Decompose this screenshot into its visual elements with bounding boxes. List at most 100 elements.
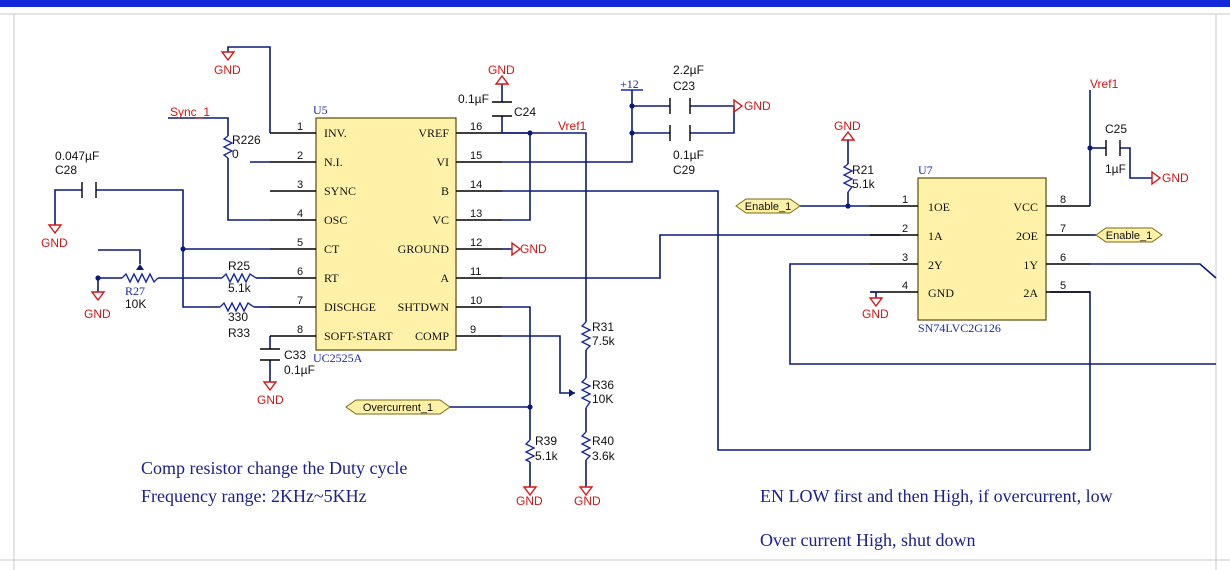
u7-pin7-name: 2OE [1016,229,1038,243]
r40-ref: R40 [592,434,614,448]
u7-pin1-name: 1OE [928,200,950,214]
gnd-label-8: GND [516,494,543,508]
c24-ref: C24 [514,105,536,119]
u5-pin7-num: 7 [297,295,303,307]
c23-ref: C23 [673,79,695,93]
overcurrent-port-label: Overcurrent_1 [363,402,433,414]
gnd-symbols-u7: GND GND GND [834,119,1189,321]
gnd-label-1: GND [214,63,241,77]
u5-pin13-num: 13 [470,208,482,220]
enable-port-left[interactable]: Enable_1 [735,198,801,214]
u5-pin5-num: 5 [297,237,303,249]
sheet-border-top [0,0,1230,7]
u5-ref: U5 [313,103,328,117]
r33-ref: R33 [228,326,250,340]
u7-pin3-name: 2Y [928,258,943,272]
u5-pin12-name: GROUND [398,242,450,256]
gnd-label-2: GND [41,236,68,250]
u7-pin2-num: 2 [902,223,908,235]
c29-ref: C29 [673,163,695,177]
r226-ref: R226 [232,133,261,147]
u7-pin4-num: 4 [902,280,908,292]
u5-pin4-num: 4 [297,208,303,220]
r25-value: 5.1k [228,281,252,295]
plus12-net-label: +12 [620,77,639,91]
vref1-net-label-2: Vref1 [1090,77,1119,91]
r36-value: 10K [592,392,613,406]
u5-pin6-name: RT [324,271,339,285]
note-over-current: Over current High, shut down [760,530,975,550]
resistors [121,135,592,463]
note-en-low: EN LOW first and then High, if overcurre… [760,486,1113,506]
u7-pin7-num: 7 [1060,223,1066,235]
c23-value: 2.2µF [673,63,704,77]
note-comp-resistor: Comp resistor change the Duty cycle [141,458,407,478]
r40-value: 3.6k [592,449,616,463]
u7-pin6-num: 6 [1060,252,1066,264]
u5-pin10-name: SHTDWN [398,300,450,314]
u7-pin6-name: 1Y [1023,258,1038,272]
ic-u7[interactable]: U7 SN74LVC2G126 1 2 3 4 1OE 1A 2Y GND 8 … [870,163,1090,335]
gnd-label-12: GND [1162,171,1189,185]
capacitors [81,98,691,361]
note-freq-range: Frequency range: 2KHz~5KHz [141,486,367,506]
u5-pin13-name: VC [432,213,449,227]
enable-port-right-label: Enable_1 [1106,230,1153,242]
r21-ref: R21 [852,163,874,177]
u5-pin14-num: 14 [470,179,482,191]
u7-ref: U7 [918,163,933,177]
c28-value: 0.047µF [55,149,99,163]
gnd-label-4: GND [257,393,284,407]
overcurrent-port[interactable]: Overcurrent_1 [345,399,530,415]
gnd-label-10: GND [834,119,861,133]
c33-ref: C33 [284,348,306,362]
junctions-u5 [95,103,635,410]
u5-pin5-name: CT [324,242,340,256]
u5-pin3-name: SYNC [324,184,356,198]
ic-u5[interactable]: U5 UC2525A 1 2 3 4 5 6 7 [270,103,502,365]
u7-part: SN74LVC2G126 [918,321,1001,335]
u5-pin16-num: 16 [470,121,482,133]
u7-pin4-name: GND [928,286,954,300]
u5-pin7-name: DISCHGE [324,300,376,314]
enable-port-right[interactable]: Enable_1 [1095,227,1163,243]
u5-pin2-num: 2 [297,150,303,162]
c33-value: 0.1µF [284,363,315,377]
u7-pin8-name: VCC [1013,200,1038,214]
c25-value: 1µF [1105,162,1126,176]
r33-value: 330 [228,310,248,324]
c25-ref: C25 [1105,122,1127,136]
u7-pin8-num: 8 [1060,194,1066,206]
u5-pin6-num: 6 [297,266,303,278]
u7-pin5-num: 5 [1060,280,1066,292]
r39-ref: R39 [535,434,557,448]
vref1-net-label: Vref1 [558,119,587,133]
r25-ref: R25 [228,259,250,273]
u5-pin8-name: SOFT-START [324,329,393,343]
gnd-symbols-u5: GND GND GND GND GND GND GND GND GND [41,51,771,508]
gnd-label-3: GND [84,307,111,321]
u5-pin15-num: 15 [470,150,482,162]
u5-pin15-name: VI [436,155,449,169]
u5-pin14-name: B [441,184,449,198]
u7-pin2-name: 1A [928,229,943,243]
u5-pin9-num: 9 [470,324,476,336]
r21-value: 5.1k [852,177,876,191]
u5-pin16-name: VREF [418,126,449,140]
u5-pin1-num: 1 [297,121,303,133]
r226-value: 0 [232,147,239,161]
c29-value: 0.1µF [673,148,704,162]
u5-part: UC2525A [313,351,363,365]
u7-pin1-num: 1 [902,194,908,206]
r27-value: 10K [125,297,146,311]
r31-value: 7.5k [592,334,616,348]
u5-pin12-num: 12 [470,237,482,249]
r27-ref: R27 [125,284,145,298]
r36-ref: R36 [592,378,614,392]
gnd-label-11: GND [862,307,889,321]
u5-pin10-num: 10 [470,295,482,307]
u5-pin3-num: 3 [297,179,303,191]
u5-pin9-name: COMP [415,329,449,343]
r39-value: 5.1k [535,449,559,463]
